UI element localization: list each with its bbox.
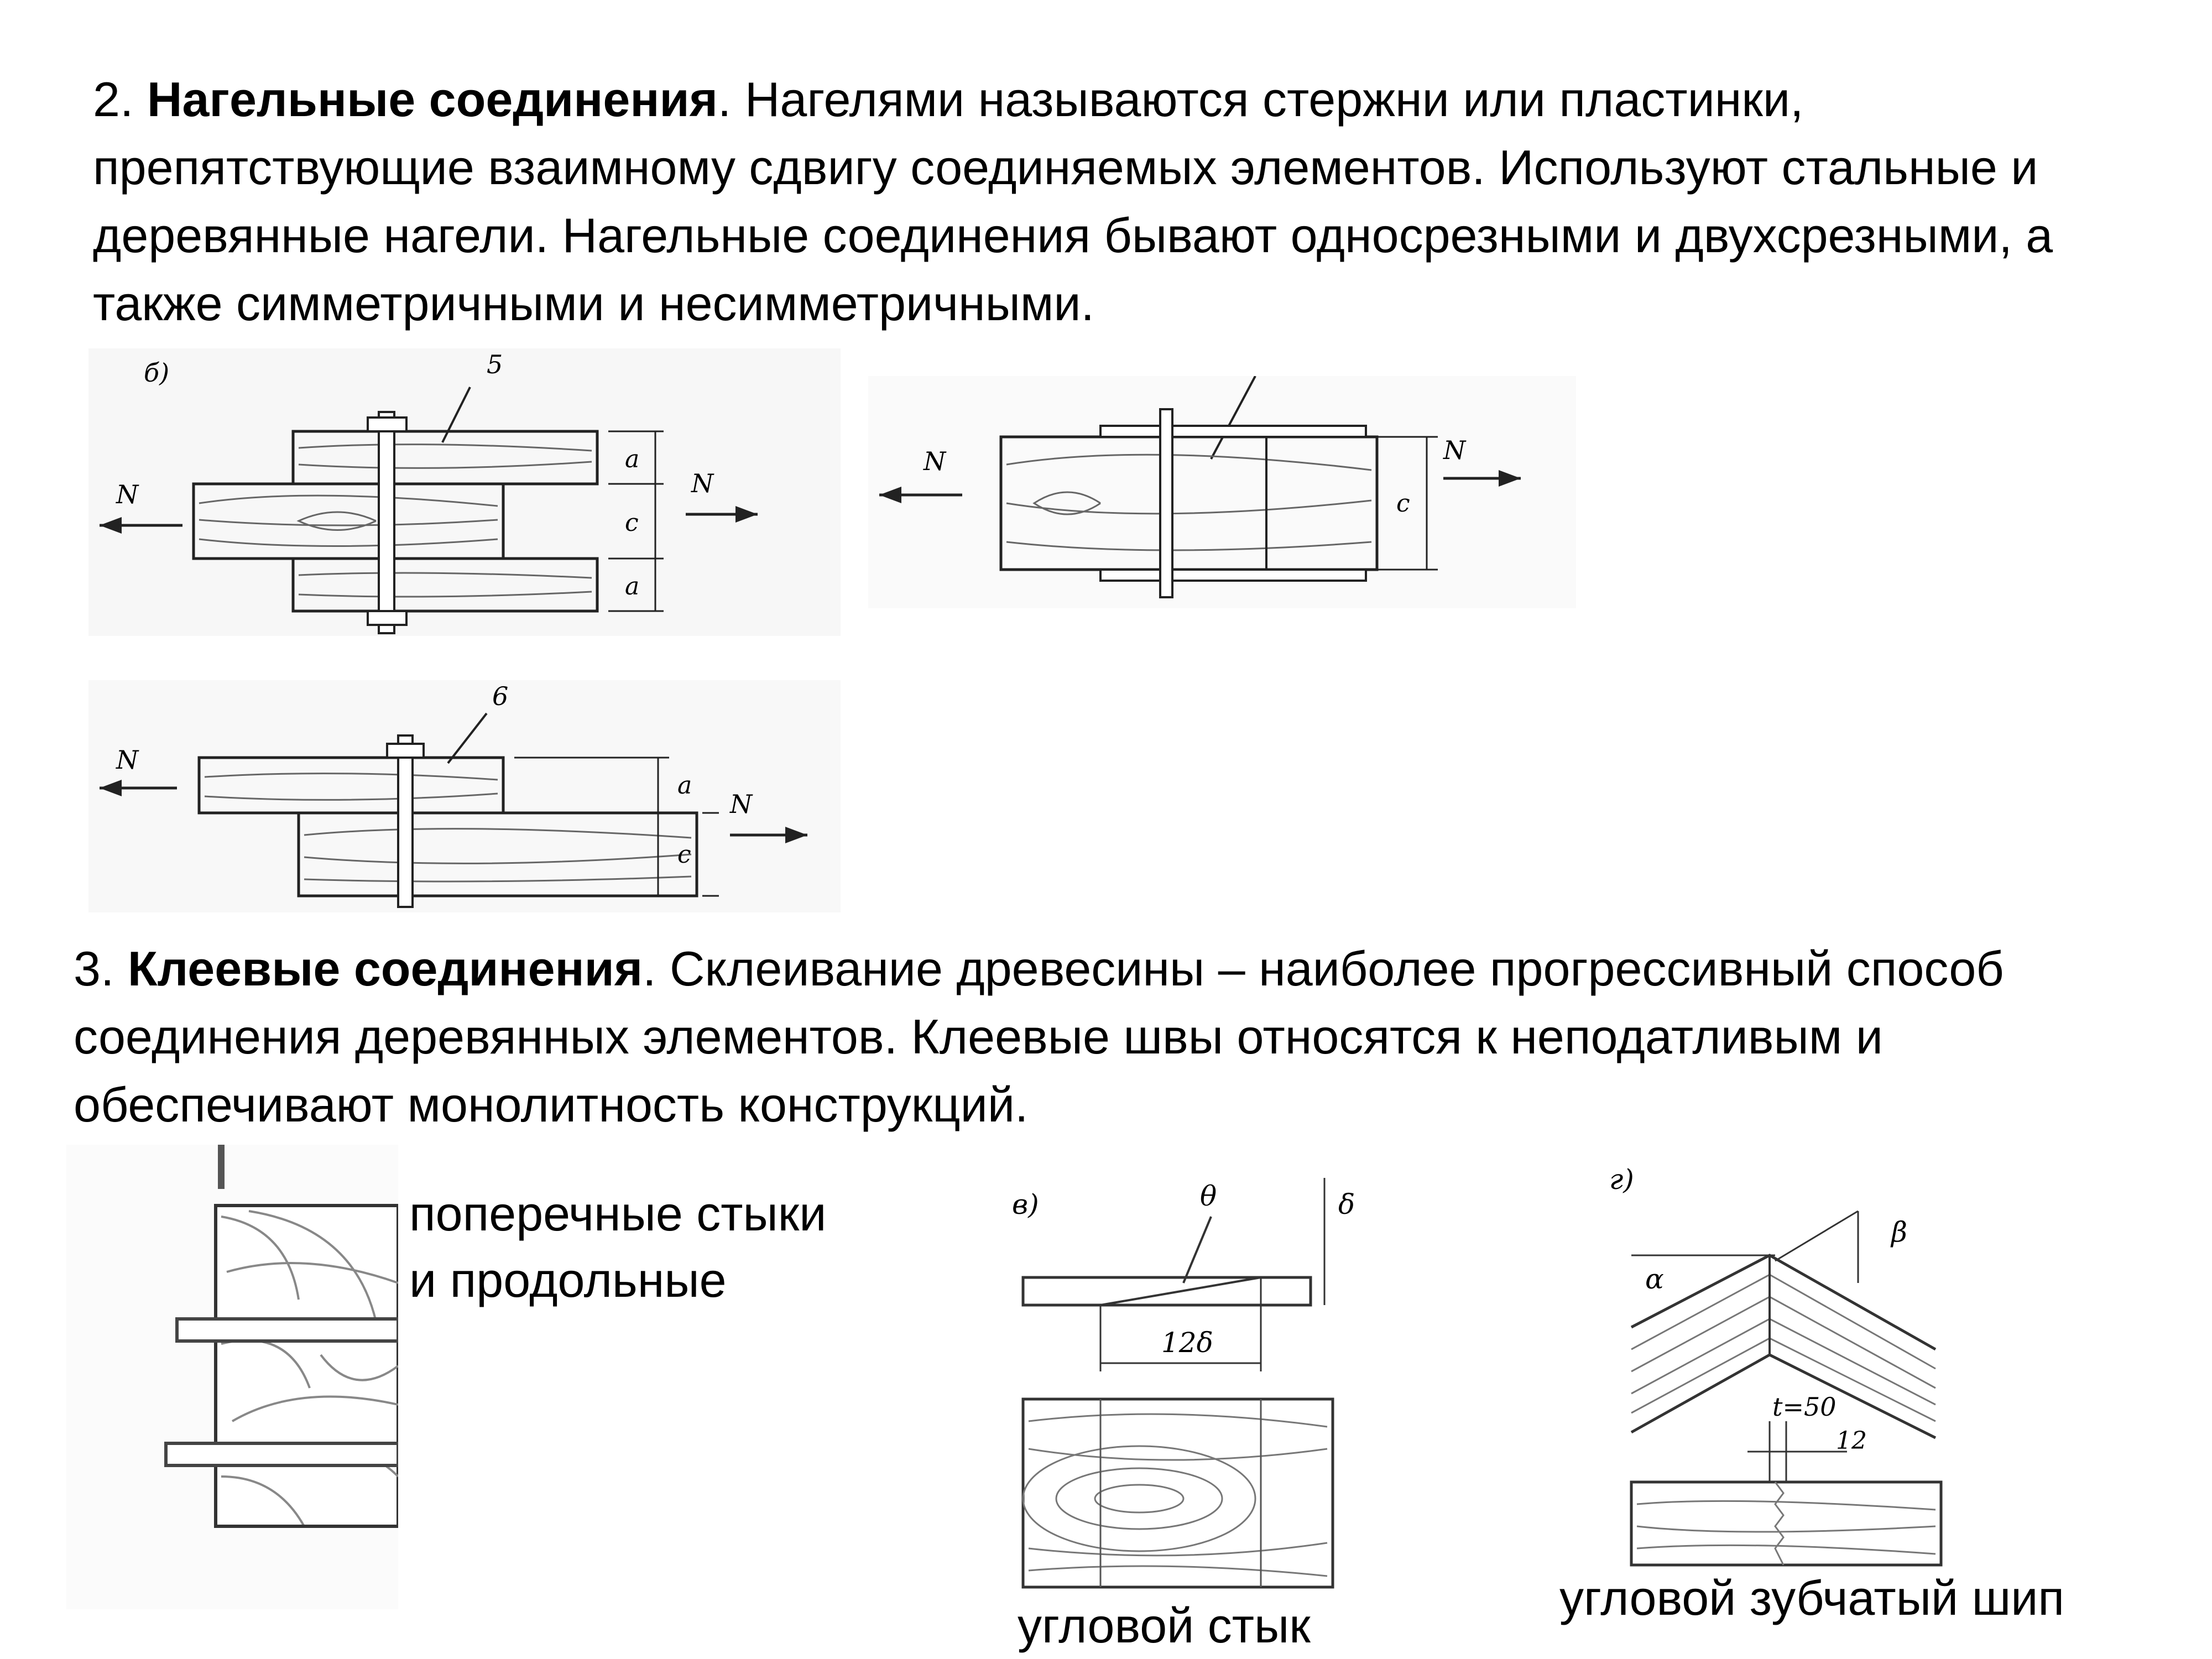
fig1-dim-a-top: a [625,445,639,473]
fig6-angle-beta: β [1890,1216,1907,1248]
caption-cross-and-longitudinal-joints: поперечные стыки и продольные [409,1186,827,1307]
fig1-part-label: 5 [487,349,503,379]
fig5-part-label: θ [1200,1180,1217,1212]
section-3-text: . Склеивание древесины – наиболее прогре… [74,941,2004,1132]
fig6-angle-alpha: α [1645,1263,1664,1295]
figure-single-shear-joint: 6 a c N N [88,680,841,912]
fig2-dim-c: c [1396,489,1410,518]
fig1-dim-c: c [625,509,639,537]
caption-corner-finger-joint: угловой зубчатый шип [1559,1571,2064,1625]
fig2-force-right: N [1443,435,1467,465]
figure-glued-section [66,1145,398,1609]
fig6-dim-t: t=50 [1772,1392,1837,1422]
caption-corner-joint: угловой стык [1018,1598,1311,1653]
fig1-force-right: N [691,468,714,498]
fig5-length-label: 12δ [1161,1327,1213,1359]
section-2-number: 2. [93,72,134,127]
fig3-dim-a: a [677,771,692,800]
fig1-force-left: N [116,479,139,509]
section-2-paragraph: 2. Нагельные соединения. Нагелями называ… [93,65,2183,337]
fig1-letter: б) [144,358,169,388]
section-3-title: Клеевые соединения [127,941,643,996]
figure-scarf-joint: в) θ δ 12δ [1012,1178,1355,1589]
figure-double-shear-joint: б) 5 a c a N N [88,348,841,636]
figure-plate-joint: c N N [868,376,1576,608]
fig5-letter: в) [1012,1188,1039,1220]
section-2-text: . Нагелями называются стержни или пласти… [93,72,2053,331]
fig6-dim-12: 12 [1836,1427,1867,1455]
section-2-title: Нагельные соединения [147,72,718,127]
figure-finger-joint: г) α β t=50 12 [1609,1164,1943,1567]
fig1-dim-a-bottom: a [625,572,639,601]
section-3-number: 3. [74,941,114,996]
fig3-part-label: 6 [492,681,508,711]
fig3-force-right: N [729,789,753,819]
fig6-letter: г) [1609,1164,1634,1196]
fig2-force-left: N [923,446,947,476]
fig3-dim-c: c [677,841,691,869]
fig3-force-left: N [116,745,139,775]
section-3-paragraph: 3. Клеевые соединения. Склеивание древес… [74,935,2175,1139]
fig5-thickness: δ [1338,1188,1355,1220]
